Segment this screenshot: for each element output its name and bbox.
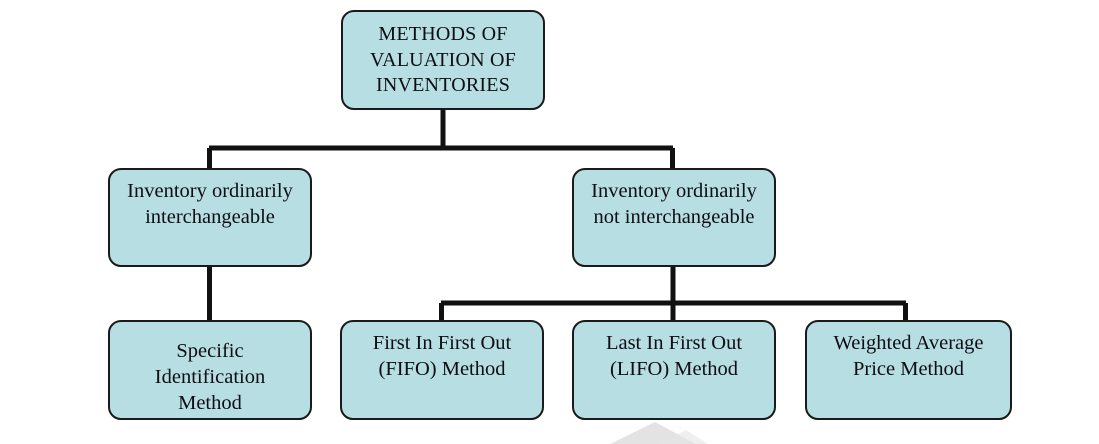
- node-line: not interchangeable: [593, 205, 755, 228]
- node-line: INVENTORIES: [375, 74, 511, 96]
- node-line: First In First Out: [372, 332, 512, 354]
- node-line: Specific: [176, 340, 244, 362]
- node-line: (FIFO) Method: [378, 357, 506, 380]
- node-first-in-first-out-fifo-method[interactable]: First In First Out (FIFO) Method: [340, 320, 544, 420]
- node-line: Last In First Out: [605, 332, 743, 354]
- node-line: METHODS OF: [378, 23, 508, 45]
- node-inventory-ordinarily-interchangeable[interactable]: Inventory ordinarily interchangeable: [108, 168, 312, 267]
- node-line: interchangeable: [145, 205, 275, 228]
- node-line: Weighted Average: [833, 332, 984, 354]
- node-weighted-average-price-method[interactable]: Weighted Average Price Method: [805, 320, 1012, 420]
- node-line: Identification: [154, 366, 266, 388]
- node-line: Method: [178, 392, 242, 414]
- node-line: Inventory ordinarily: [591, 180, 757, 202]
- node-specific-identification-method[interactable]: Specific Identification Method: [108, 320, 312, 420]
- node-line: Price Method: [852, 357, 965, 380]
- node-line: VALUATION OF: [370, 48, 516, 71]
- node-line: (LIFO) Method: [609, 357, 739, 380]
- node-inventory-ordinarily-not-interchangeable[interactable]: Inventory ordinarily not interchangeable: [572, 168, 776, 267]
- node-last-in-first-out-lifo-method[interactable]: Last In First Out (LIFO) Method: [572, 320, 776, 420]
- node-line: Inventory ordinarily: [127, 180, 293, 202]
- node-methods-of-valuation-of-inventories[interactable]: METHODS OF VALUATION OF INVENTORIES: [341, 10, 545, 110]
